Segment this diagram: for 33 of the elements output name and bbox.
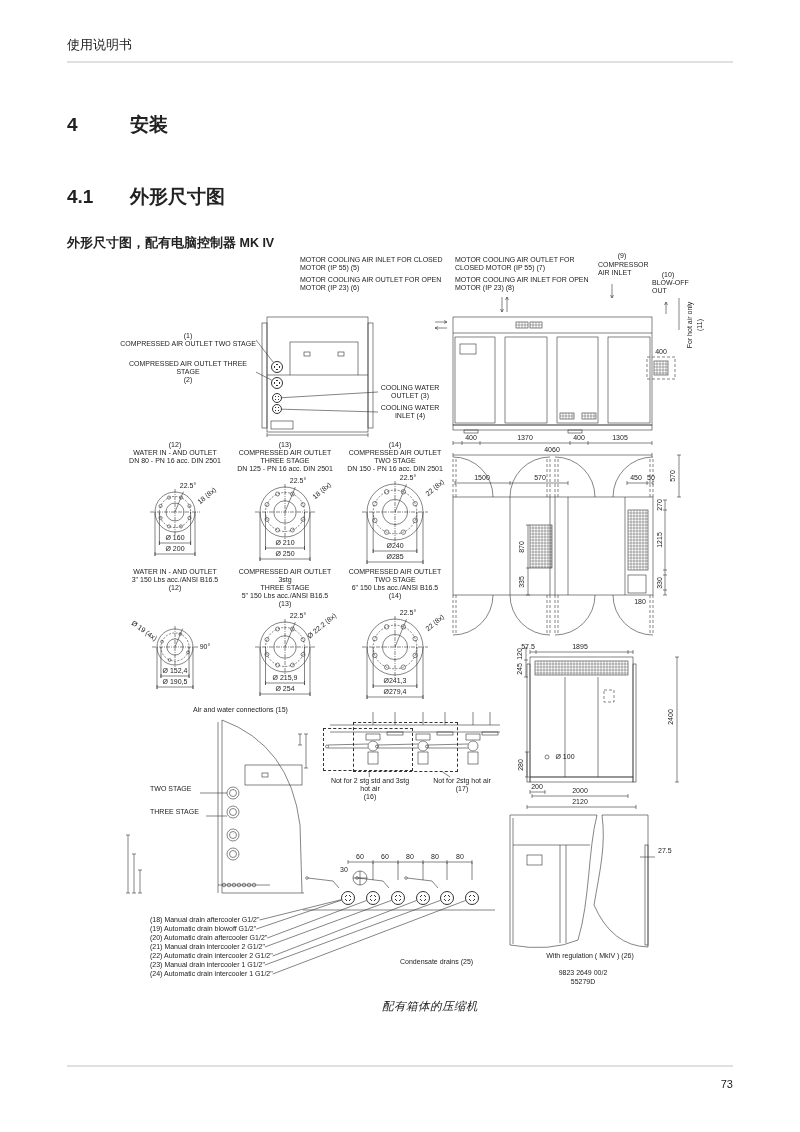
leader-line: [368, 770, 370, 778]
pipe-connection: [272, 393, 282, 403]
section-number: 4: [67, 114, 78, 136]
pipe-connection: [391, 891, 405, 905]
leader-line: [281, 408, 379, 413]
leader-line: [442, 771, 451, 778]
leader-line: [272, 900, 417, 957]
pipe-connection: [271, 377, 283, 389]
leader-line: [264, 900, 392, 948]
section-heading: 外形尺寸图: [130, 186, 225, 208]
pipe-connection: [341, 891, 355, 905]
page-number: 73: [720, 1078, 733, 1091]
leader-line: [255, 371, 272, 381]
leader-line: [256, 899, 342, 930]
pipe-connection: [272, 404, 282, 414]
pipe-connection: [416, 891, 430, 905]
leader-line: [264, 900, 441, 966]
leader-line: [281, 391, 379, 398]
caption: 配有箱体的压缩机: [382, 1000, 478, 1014]
leader-line: [259, 899, 342, 921]
section-heading: 安装: [130, 114, 168, 136]
pipe-connection: [440, 891, 454, 905]
pipe-connection: [366, 891, 380, 905]
option-outline: [323, 728, 413, 771]
leader-line: [255, 339, 274, 363]
pipe-connection: [465, 891, 479, 905]
subsection-title: 外形尺寸图，配有电脑控制器 MK IV: [67, 236, 275, 251]
option-outline: [353, 722, 458, 772]
leader-line: [267, 900, 367, 939]
pipe-connection: [271, 361, 283, 373]
section-number: 4.1: [67, 186, 94, 208]
page-header: 使用说明书: [67, 38, 132, 53]
leader-line: [272, 900, 466, 975]
